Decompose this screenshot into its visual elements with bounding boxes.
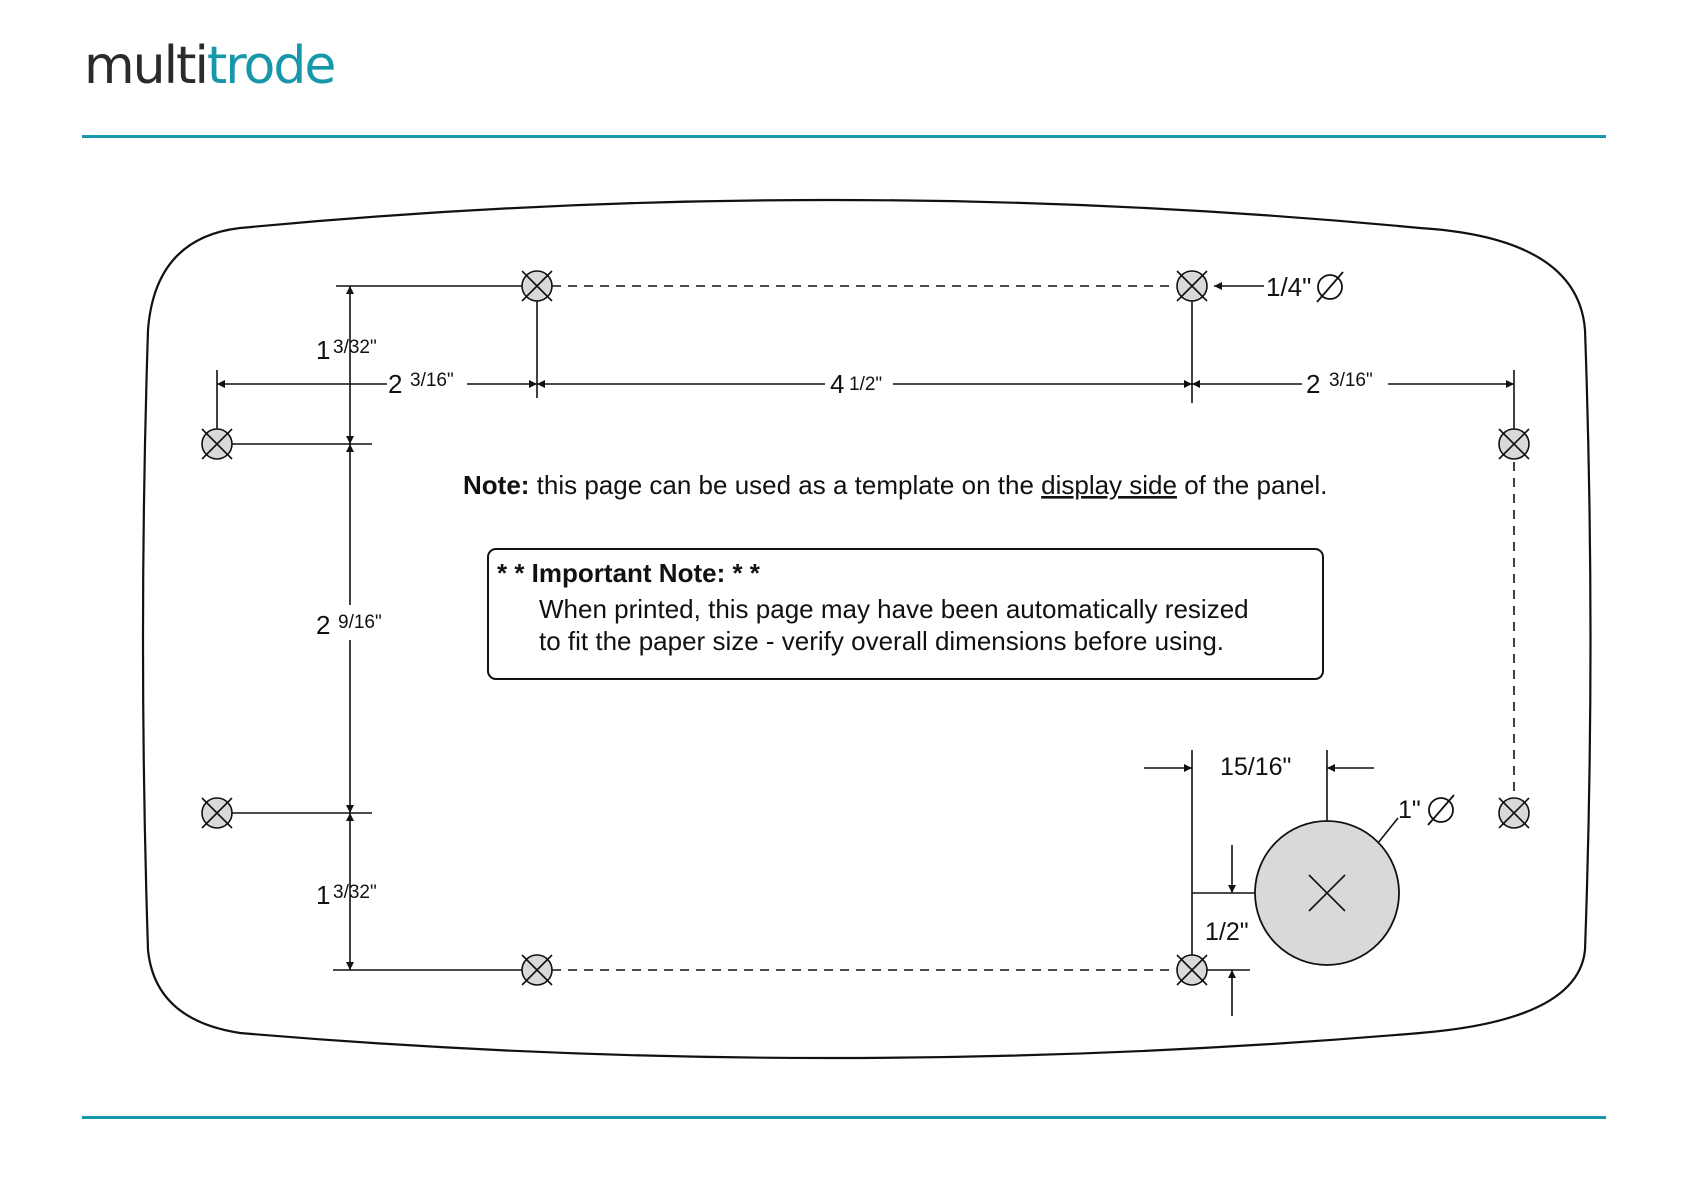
important-note-line1: When printed, this page may have been au… — [539, 594, 1249, 624]
note-text-before: this page can be used as a template on t… — [529, 470, 1041, 500]
mounting-hole — [521, 954, 553, 986]
mounting-hole — [201, 428, 233, 460]
panel-outline — [141, 198, 1592, 1060]
mounting-hole — [1176, 270, 1208, 302]
mounting-hole — [201, 797, 233, 829]
important-note-box — [487, 548, 1324, 680]
lower-vertical-frac: 3/32" — [333, 882, 377, 903]
upper-vertical-frac: 3/32" — [333, 337, 377, 358]
mounting-hole — [1498, 428, 1530, 460]
note-display-side: display side — [1041, 470, 1177, 500]
diameter-icon — [1427, 794, 1455, 826]
top-left-span-whole: 2 — [388, 369, 402, 399]
note-label: Note: — [463, 470, 529, 500]
multitrode-logo: multitrode — [84, 40, 336, 92]
large-hole — [1254, 820, 1400, 966]
center-span-whole: 4 — [830, 369, 844, 399]
mounting-hole — [1176, 954, 1208, 986]
middle-vertical-whole: 2 — [316, 610, 330, 640]
large-hole-offset-label: 15/16" — [1220, 753, 1291, 781]
note-text-after: of the panel. — [1177, 470, 1327, 500]
middle-vertical-frac: 9/16" — [338, 612, 382, 633]
header-rule — [82, 135, 1606, 138]
mounting-holes — [201, 270, 1530, 986]
logo-text-dark: multi — [84, 36, 209, 96]
center-span-frac: 1/2" — [849, 374, 882, 395]
mounting-hole — [1498, 797, 1530, 829]
top-left-span-frac: 3/16" — [410, 370, 454, 391]
important-note-title: * * Important Note: * * — [497, 558, 761, 588]
large-hole-diameter-label: 1" — [1398, 796, 1421, 824]
logo-text-accent: trode — [206, 36, 336, 96]
dashed-hole-lines — [552, 285, 1515, 971]
hole-diameter-label: 1/4" — [1266, 272, 1311, 302]
top-right-span-frac: 3/16" — [1329, 370, 1373, 391]
lower-vertical-whole: 1 — [316, 880, 330, 910]
top-right-span-whole: 2 — [1306, 369, 1320, 399]
important-note-line2: to fit the paper size - verify overall d… — [539, 626, 1224, 656]
mounting-hole — [521, 270, 553, 302]
diameter-icon — [1316, 271, 1344, 303]
template-note: Note: this page can be used as a templat… — [463, 470, 1327, 500]
upper-vertical-whole: 1 — [316, 335, 330, 365]
footer-rule — [82, 1116, 1606, 1119]
large-hole-height-label: 1/2" — [1205, 918, 1249, 946]
